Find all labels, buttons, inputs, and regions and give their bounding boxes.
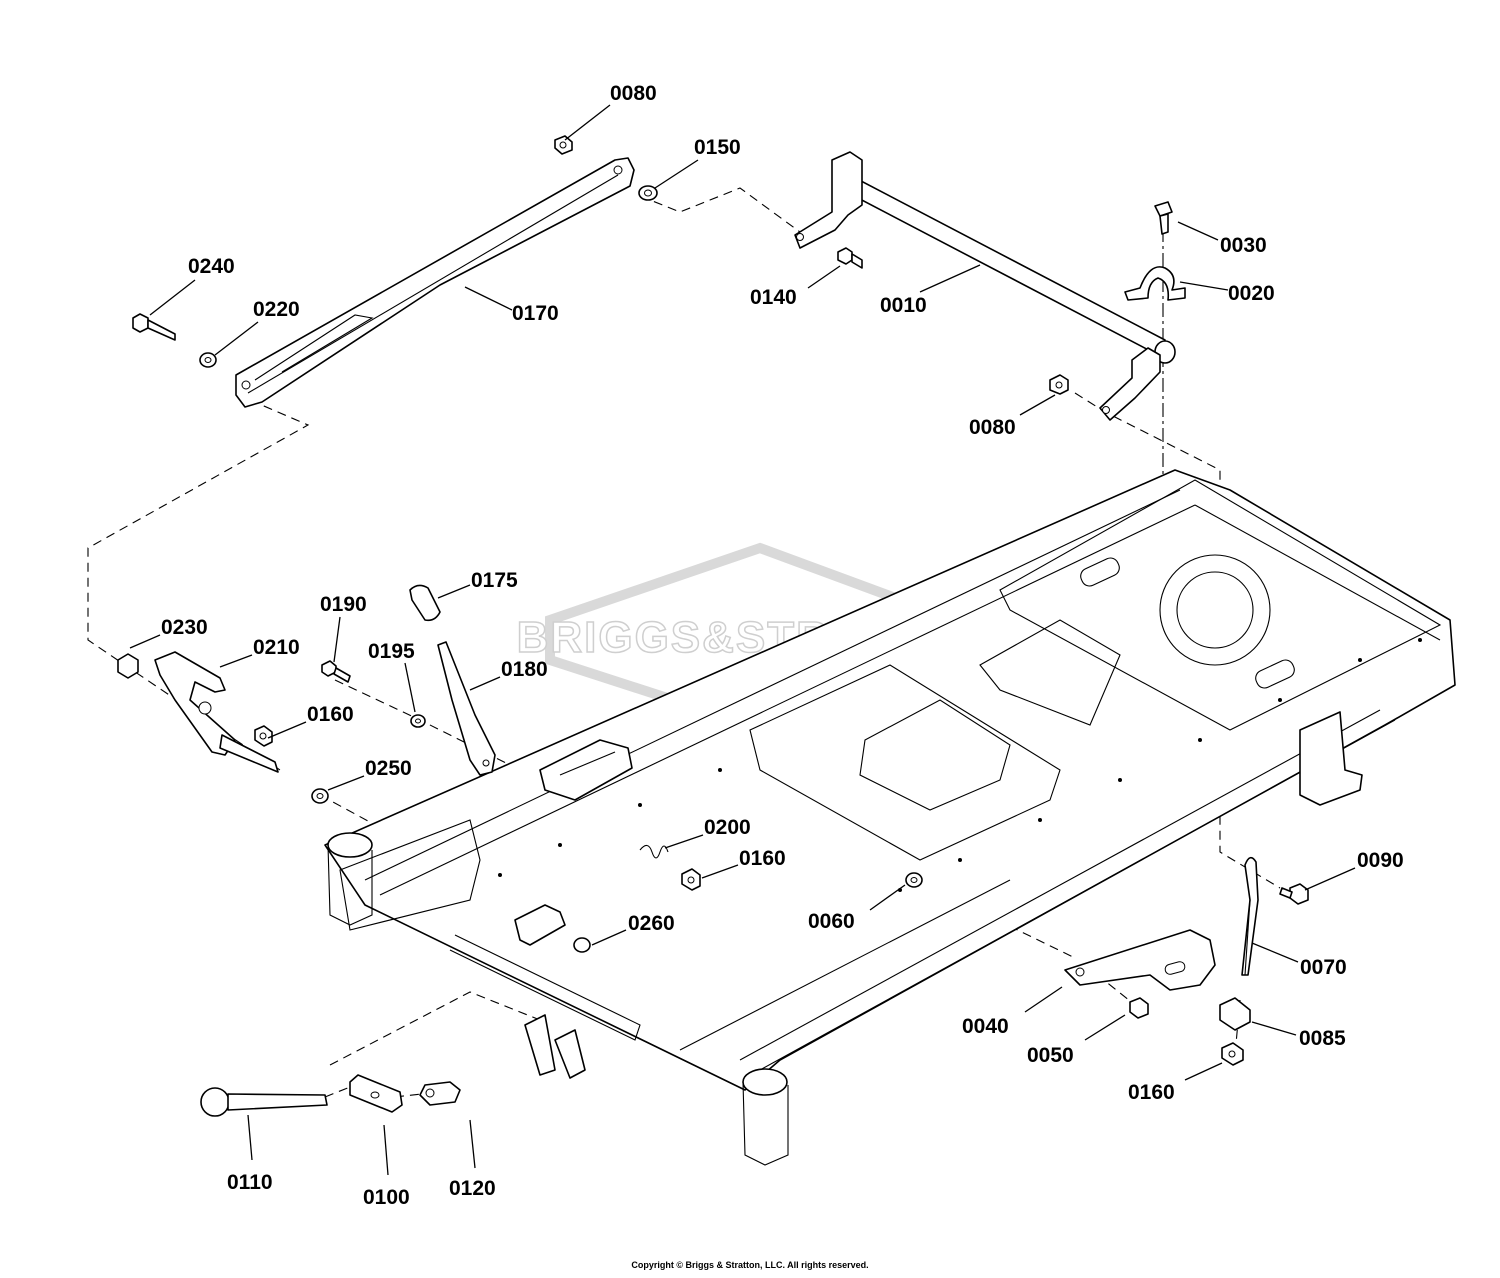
- label-0040: 0040: [962, 1015, 1009, 1038]
- label-0150: 0150: [694, 136, 741, 159]
- center-hardware: [514, 844, 923, 953]
- cross-shaft-0010: [794, 151, 1176, 421]
- label-0170: 0170: [512, 302, 559, 325]
- right-hardware: [1064, 856, 1309, 1066]
- label-0260: 0260: [628, 912, 675, 935]
- label-0020: 0020: [1228, 282, 1275, 305]
- hitch-hardware: [200, 1074, 461, 1117]
- lift-arm-bar-0170: [235, 157, 635, 408]
- label-0210: 0210: [253, 636, 300, 659]
- label-0220: 0220: [253, 298, 300, 321]
- label-0060: 0060: [808, 910, 855, 933]
- label-0080-mid: 0080: [969, 416, 1016, 439]
- clamp-0020-bolt-0030: [1124, 201, 1186, 301]
- label-0090: 0090: [1357, 849, 1404, 872]
- label-0110: 0110: [227, 1171, 273, 1194]
- label-0080-top: 0080: [610, 82, 657, 105]
- label-0190: 0190: [320, 593, 367, 616]
- label-0100: 0100: [363, 1186, 410, 1209]
- label-0180: 0180: [501, 658, 548, 681]
- label-0230: 0230: [161, 616, 208, 639]
- label-0200: 0200: [704, 816, 751, 839]
- label-0085: 0085: [1299, 1027, 1346, 1050]
- label-0250: 0250: [365, 757, 412, 780]
- label-0120: 0120: [449, 1177, 496, 1200]
- label-0160-c: 0160: [1128, 1081, 1175, 1104]
- part-labels: 0080 0150 0240 0220 0170 0140 0010 0030 …: [161, 82, 1404, 1209]
- label-0175: 0175: [471, 569, 518, 592]
- label-0010: 0010: [880, 294, 927, 317]
- copyright-notice: Copyright © Briggs & Stratton, LLC. All …: [631, 1260, 869, 1270]
- label-0240: 0240: [188, 255, 235, 278]
- label-0050: 0050: [1027, 1044, 1074, 1067]
- label-0070: 0070: [1300, 956, 1347, 979]
- label-0140: 0140: [750, 286, 797, 309]
- leader-lines: [129, 104, 1356, 1176]
- hardware-top-left: [132, 135, 658, 368]
- label-0030: 0030: [1220, 234, 1267, 257]
- label-0160-b: 0160: [739, 847, 786, 870]
- lever-parts-left: [117, 584, 633, 804]
- label-0160-a: 0160: [307, 703, 354, 726]
- main-frame: [324, 469, 1456, 1166]
- label-0195: 0195: [368, 640, 415, 663]
